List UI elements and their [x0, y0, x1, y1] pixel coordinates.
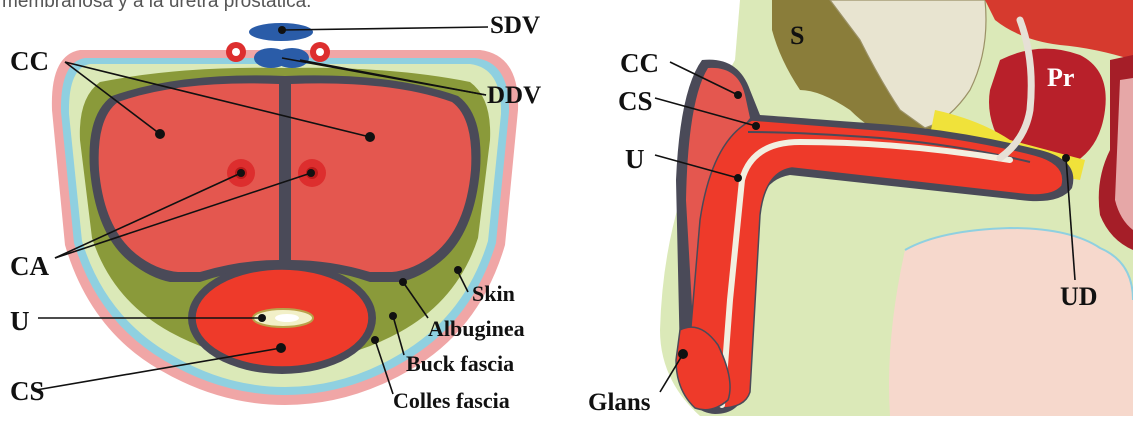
sagittal-diagram: S Pr UD	[640, 0, 1133, 416]
label-colles-fascia: Colles fascia	[393, 388, 510, 413]
cross-section-diagram: SDV DDV CC CA U CS Skin Albuginea Buck f…	[10, 12, 541, 413]
label-buck-fascia: Buck fascia	[406, 351, 514, 376]
label-s: S	[790, 21, 804, 50]
label-glans: Glans	[588, 389, 651, 416]
label-ud: UD	[1060, 282, 1098, 311]
dorsal-artery-left-lumen	[232, 48, 240, 56]
dorsal-artery-right-lumen	[316, 48, 324, 56]
label-albuginea: Albuginea	[428, 316, 525, 341]
label-cs-left: CS	[10, 376, 45, 406]
pelvic-tissue	[889, 228, 1133, 416]
label-ca: CA	[10, 251, 49, 281]
label-sdv: SDV	[490, 12, 540, 39]
label-u-left: U	[10, 306, 30, 336]
label-u-right: U	[625, 144, 645, 174]
label-cc-left: CC	[10, 46, 49, 76]
label-cc-right: CC	[620, 48, 659, 78]
label-ddv: DDV	[487, 82, 541, 109]
deep-dorsal-vein-right	[275, 48, 309, 68]
label-pr: Pr	[1047, 63, 1074, 92]
urethra-lumen-core	[275, 314, 299, 322]
caption-text: membranosa y a la uretra prostática.	[2, 0, 311, 13]
label-skin: Skin	[472, 281, 515, 306]
label-cs-right: CS	[618, 86, 653, 116]
